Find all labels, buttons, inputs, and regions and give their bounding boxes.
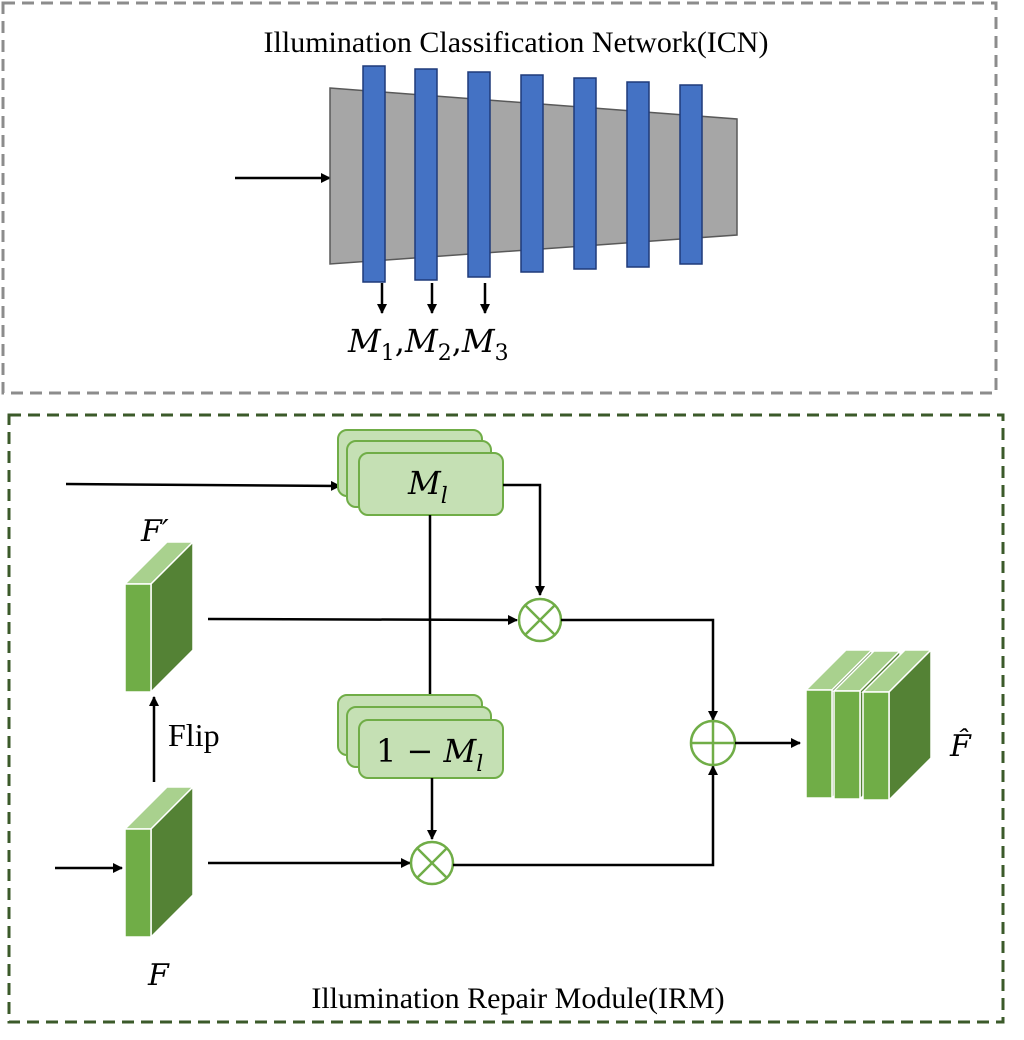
irm-mask-input-arrow bbox=[65, 480, 341, 491]
feature-f-prime-front bbox=[124, 583, 152, 693]
output-feature-stack bbox=[804, 648, 933, 802]
mask-label: Ml bbox=[407, 464, 448, 509]
icn-panel bbox=[1, 1, 998, 395]
feature-block-f-prime bbox=[123, 540, 195, 694]
inverse-mask-label: 1 − Ml bbox=[376, 732, 483, 777]
inverse-mask-stack bbox=[337, 694, 504, 779]
multiply-lower-to-add-arrow bbox=[453, 765, 718, 867]
f-prime-label: F′ bbox=[140, 514, 169, 549]
f-hat-label: F̂ bbox=[949, 729, 972, 764]
icn-layer-7 bbox=[679, 84, 703, 265]
icn-layer-2 bbox=[414, 68, 438, 281]
feature-block-f bbox=[123, 785, 195, 939]
f-prime-to-multiply-arrow bbox=[207, 614, 518, 625]
icn-layer-6 bbox=[626, 81, 650, 268]
add-operator bbox=[689, 719, 737, 767]
irm-title: Illumination Repair Module(IRM) bbox=[311, 982, 724, 1015]
multiply-operator-upper bbox=[517, 597, 563, 643]
icn-layer-3 bbox=[467, 71, 491, 278]
mask-to-multiply-arrow bbox=[503, 483, 545, 596]
icn-outputs-label: M1,M2,M3 bbox=[347, 322, 509, 366]
multiply-operator-lower bbox=[409, 840, 455, 886]
multiply-upper-to-add-arrow bbox=[561, 618, 718, 721]
flip-label: Flip bbox=[168, 717, 220, 753]
icn-layer-5 bbox=[573, 77, 597, 270]
irm-panel bbox=[7, 413, 1005, 1024]
output-feature-3 bbox=[861, 648, 933, 802]
f-label: F bbox=[147, 958, 170, 993]
icn-layer-1 bbox=[362, 65, 386, 283]
icn-layers bbox=[362, 65, 703, 283]
icn-title: Illumination Classification Network(ICN) bbox=[264, 26, 769, 59]
feature-f-front bbox=[124, 828, 152, 938]
icn-layer-4 bbox=[520, 74, 544, 273]
